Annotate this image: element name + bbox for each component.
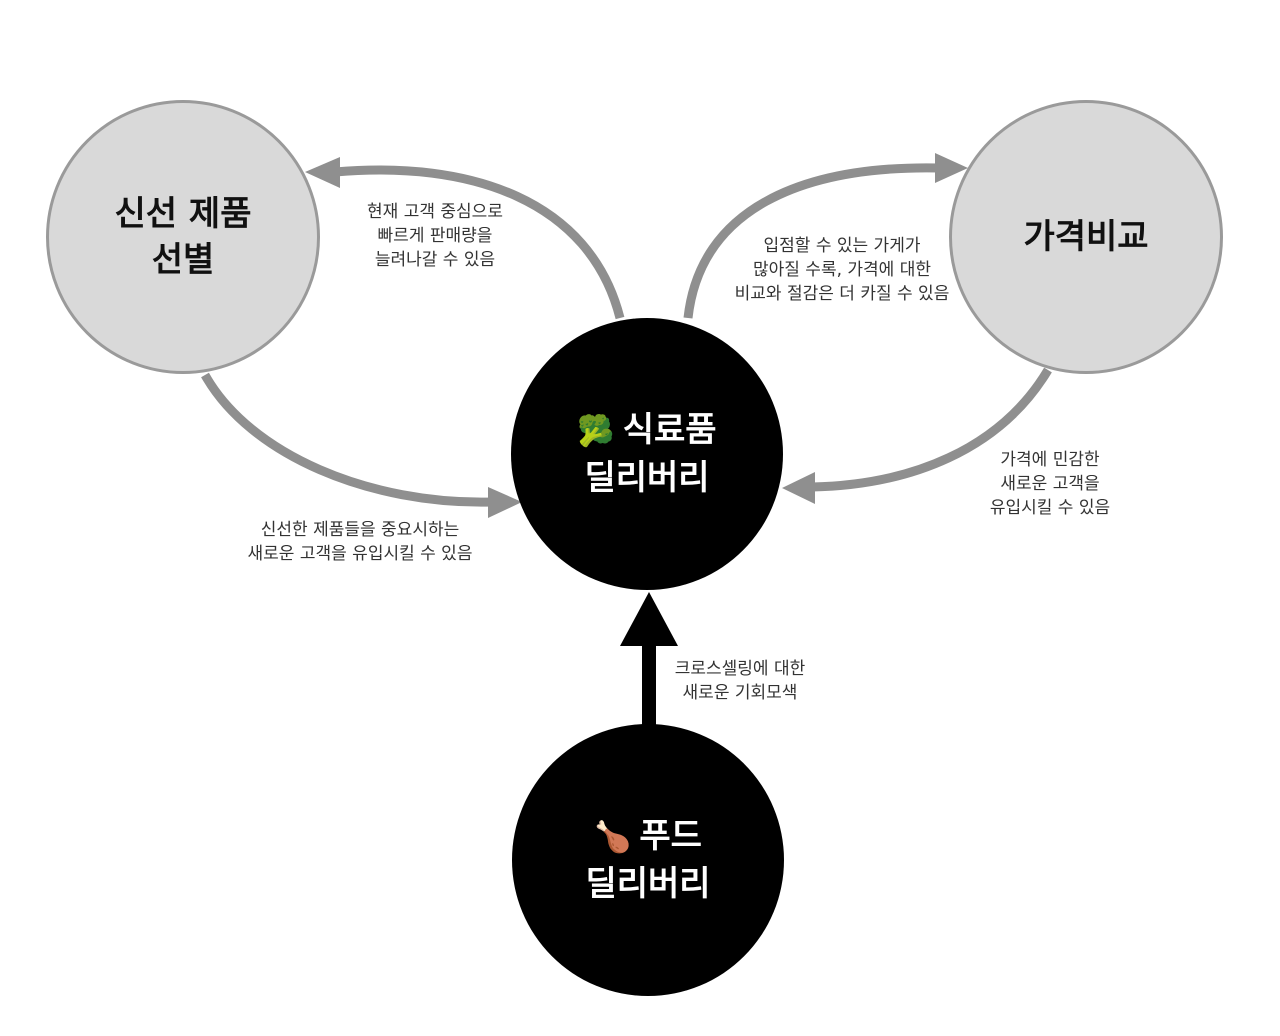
caption-food-to-grocery: 크로스셀링에 대한 새로운 기회모색 bbox=[660, 657, 820, 705]
caption-to-fresh: 현재 고객 중심으로 빠르게 판매량을 늘려나갈 수 있음 bbox=[335, 200, 535, 272]
arrow-price-to-grocery bbox=[811, 367, 1052, 492]
node-fresh-line-1: 신선 제품 bbox=[114, 194, 252, 234]
node-food-line-1: 푸드 bbox=[639, 816, 702, 856]
node-food-title: 🍗푸드 bbox=[594, 813, 702, 861]
caption-fresh-to-grocery-line-2: 새로운 고객을 유입시킬 수 있음 bbox=[247, 544, 473, 564]
node-grocery-title: 🥦식료품 bbox=[577, 407, 716, 455]
caption-food-to-grocery-line-2: 새로운 기회모색 bbox=[682, 683, 798, 703]
arrowhead-grocery-left bbox=[488, 487, 522, 518]
arrowhead-fresh bbox=[305, 157, 340, 188]
node-fresh-selection: 신선 제품 선별 bbox=[46, 100, 320, 374]
node-grocery-line-2: 딜리버리 bbox=[584, 458, 710, 498]
caption-price-to-grocery-line-2: 새로운 고객을 bbox=[1000, 474, 1100, 494]
caption-fresh-to-grocery-line-1: 신선한 제품들을 중요시하는 bbox=[260, 520, 460, 540]
caption-to-price-line-1: 입점할 수 있는 가게가 bbox=[763, 236, 921, 256]
caption-price-to-grocery-line-3: 유입시킬 수 있음 bbox=[989, 498, 1111, 518]
node-fresh-line-2: 선별 bbox=[151, 240, 215, 280]
caption-to-fresh-line-3: 늘려나갈 수 있음 bbox=[374, 250, 496, 270]
node-food-delivery: 🍗푸드 딜리버리 bbox=[512, 724, 784, 996]
caption-fresh-to-grocery: 신선한 제품들을 중요시하는 새로운 고객을 유입시킬 수 있음 bbox=[225, 518, 495, 566]
arrow-grocery-to-fresh bbox=[334, 165, 625, 320]
caption-to-price-line-3: 비교와 절감은 더 카질 수 있음 bbox=[734, 284, 950, 304]
caption-price-to-grocery: 가격에 민감한 새로운 고객을 유입시킬 수 있음 bbox=[970, 448, 1130, 520]
arrow-fresh-to-grocery bbox=[201, 372, 493, 507]
arrowhead-grocery-bottom bbox=[620, 592, 678, 646]
node-price-comparison: 가격비교 bbox=[949, 100, 1223, 374]
broccoli-icon: 🥦 bbox=[577, 414, 615, 449]
arrow-food-to-grocery bbox=[642, 640, 656, 728]
node-grocery-line-1: 식료품 bbox=[622, 410, 717, 450]
node-price-line-1: 가격비교 bbox=[1023, 217, 1149, 257]
poultry-leg-icon: 🍗 bbox=[594, 820, 632, 855]
caption-to-price: 입점할 수 있는 가게가 많아질 수록, 가격에 대한 비교와 절감은 더 카질… bbox=[722, 234, 962, 306]
node-food-line-2: 딜리버리 bbox=[585, 864, 711, 904]
arrow-grocery-to-price bbox=[683, 163, 941, 319]
caption-to-fresh-line-2: 빠르게 판매량을 bbox=[377, 226, 493, 246]
caption-to-price-line-2: 많아질 수록, 가격에 대한 bbox=[752, 260, 931, 280]
caption-food-to-grocery-line-1: 크로스셀링에 대한 bbox=[674, 659, 806, 679]
arrowhead-price bbox=[935, 153, 968, 183]
node-grocery-delivery: 🥦식료품 딜리버리 bbox=[511, 318, 783, 590]
caption-price-to-grocery-line-1: 가격에 민감한 bbox=[1000, 450, 1100, 470]
caption-to-fresh-line-1: 현재 고객 중심으로 bbox=[367, 202, 503, 222]
arrowhead-grocery-right bbox=[782, 472, 815, 504]
